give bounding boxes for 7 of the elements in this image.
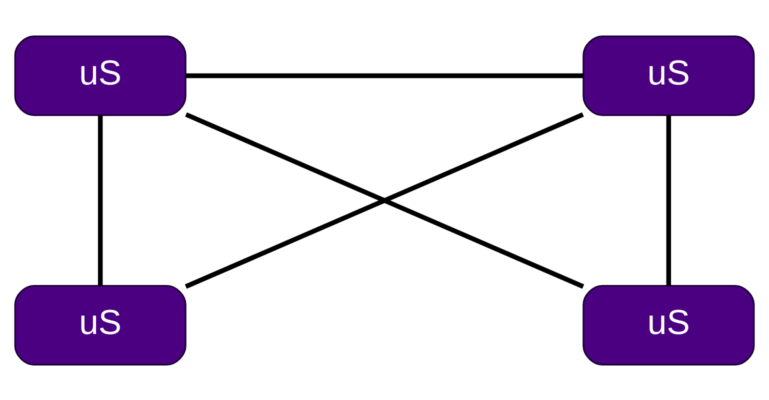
connector bbox=[98, 114, 103, 286]
node-box: uS bbox=[14, 35, 186, 116]
connector bbox=[186, 72, 584, 78]
connector bbox=[666, 114, 672, 286]
node-box: uS bbox=[14, 284, 186, 365]
node-box: uS bbox=[582, 35, 755, 116]
node-box: uS bbox=[582, 284, 755, 365]
